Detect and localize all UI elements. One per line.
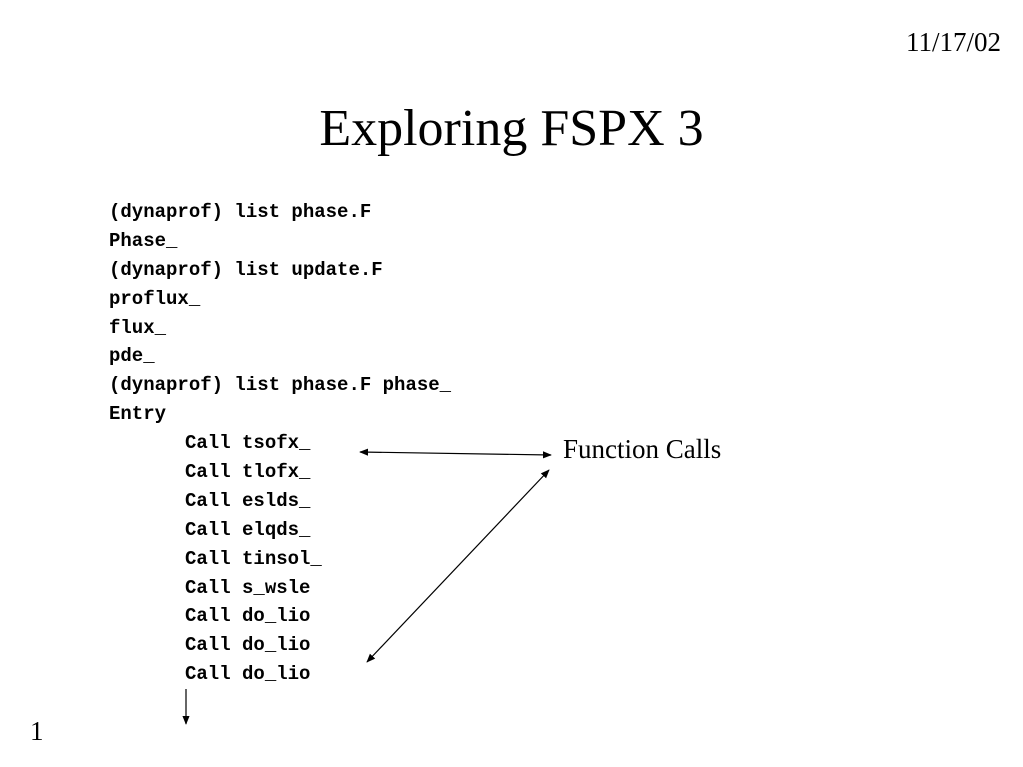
code-line: Call tlofx_ [185, 461, 311, 484]
code-line: Call tinsol_ [185, 547, 322, 570]
code-line: Call do_lio [185, 634, 311, 657]
code-line: Call eslds_ [185, 489, 311, 512]
code-line: pde_ [109, 345, 155, 368]
function-calls-label: Function Calls [563, 434, 722, 464]
code-line: (dynaprof) list update.F [109, 258, 383, 281]
code-line: Entry [109, 403, 167, 426]
code-line: (dynaprof) list phase.F [109, 201, 372, 223]
code-line: proflux_ [109, 287, 201, 310]
slide-date: 11/17/02 [905, 27, 1001, 57]
code-line: (dynaprof) list phase.F phase_ [109, 374, 452, 397]
code-line: Call do_lio [185, 605, 311, 628]
slide-title: Exploring FSPX 3 [319, 100, 704, 157]
code-line: Call tsofx_ [185, 432, 311, 455]
code-line: Call do_lio [185, 663, 311, 686]
code-line: flux_ [109, 316, 167, 339]
code-listing: (dynaprof) list phase.F Phase_ (dynaprof) … [109, 198, 451, 689]
code-line: Call elqds_ [185, 518, 311, 541]
code-line: Phase_ [109, 229, 178, 252]
code-line: Call s_wsle [185, 576, 311, 599]
slide-number: 1 [30, 716, 44, 746]
